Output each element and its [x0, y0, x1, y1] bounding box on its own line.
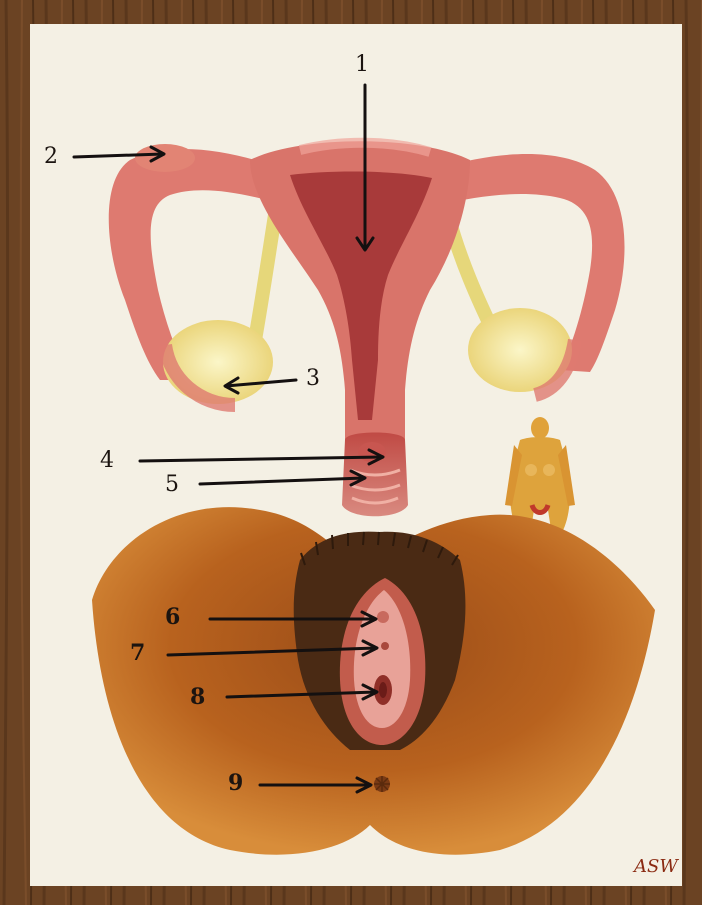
clitoris [377, 611, 389, 623]
label-9: 9 [228, 772, 243, 794]
ovary-left [163, 320, 273, 404]
label-8: 8 [190, 686, 205, 708]
urethral-opening [381, 642, 389, 650]
label-7: 7 [130, 642, 145, 664]
artist-signature: ASW [634, 856, 678, 877]
label-3: 3 [306, 368, 320, 390]
label-6: 6 [165, 606, 180, 628]
label-4: 4 [100, 450, 114, 472]
label-1: 1 [355, 54, 369, 76]
fimbria-left [135, 144, 195, 172]
label-2: 2 [44, 146, 58, 168]
anus [374, 776, 390, 792]
label-5: 5 [165, 474, 179, 496]
